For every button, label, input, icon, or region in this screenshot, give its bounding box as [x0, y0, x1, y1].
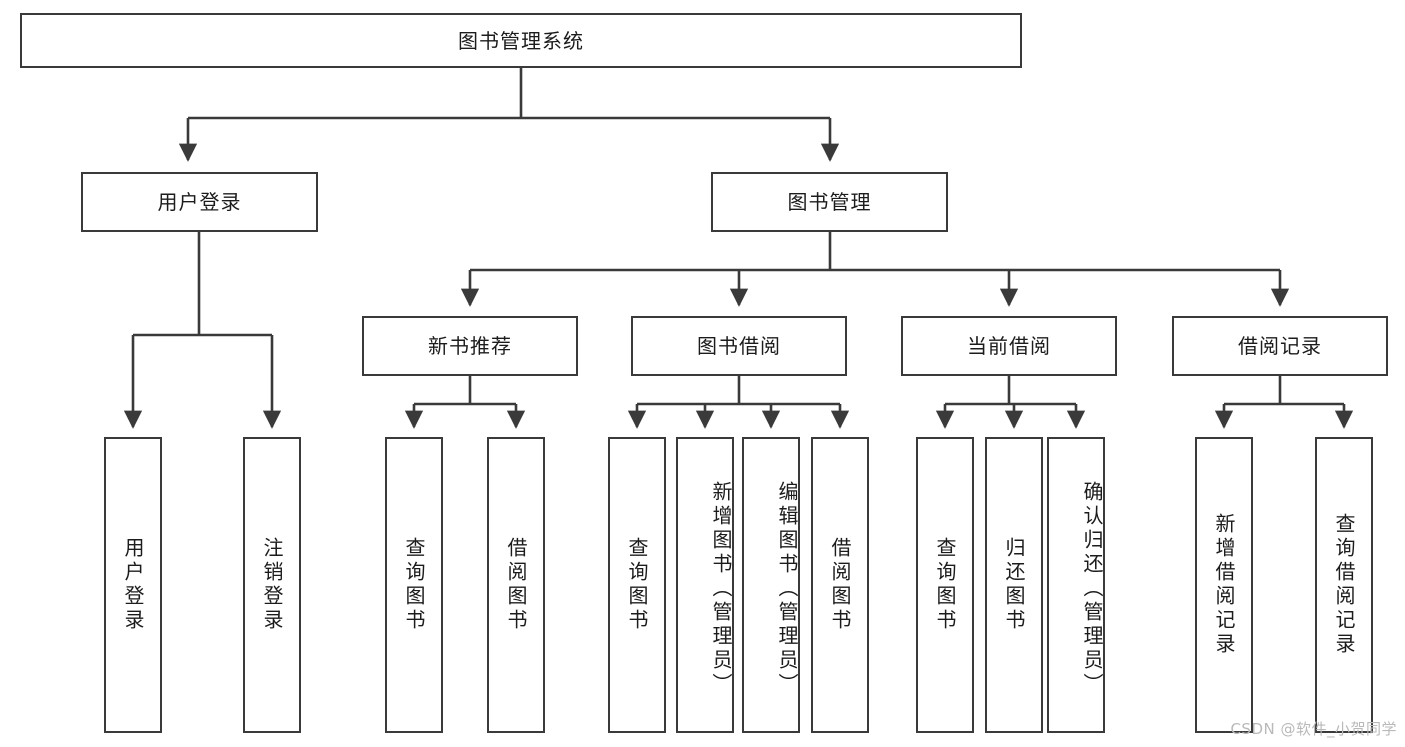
node-label: 查询图书: [402, 537, 426, 633]
node-label: 新增图书（管理员）: [709, 481, 733, 697]
leaf-user-login-login[interactable]: 用户登录: [104, 437, 162, 733]
node-book-borrow[interactable]: 图书借阅: [631, 316, 847, 376]
node-new-book-recommend[interactable]: 新书推荐: [362, 316, 578, 376]
leaf-user-login-logout[interactable]: 注销登录: [243, 437, 301, 733]
node-label: 借阅图书: [504, 537, 528, 633]
node-label: 确认归还（管理员）: [1080, 481, 1104, 697]
leaf-book-borrow-add[interactable]: 新增图书（管理员）: [676, 437, 734, 733]
node-label: 新书推荐: [428, 334, 512, 358]
node-label: 图书管理系统: [458, 28, 584, 53]
leaf-current-borrow-query[interactable]: 查询图书: [916, 437, 974, 733]
node-label: 归还图书: [1002, 537, 1026, 633]
node-label: 新增借阅记录: [1212, 513, 1236, 657]
node-root-book-management-system[interactable]: 图书管理系统: [20, 13, 1022, 68]
node-label: 查询图书: [933, 537, 957, 633]
watermark: CSDN @软件_小贺同学: [1230, 720, 1397, 738]
leaf-current-borrow-return[interactable]: 归还图书: [985, 437, 1043, 733]
node-label: 查询图书: [625, 537, 649, 633]
leaf-book-borrow-borrow[interactable]: 借阅图书: [811, 437, 869, 733]
leaf-new-book-query[interactable]: 查询图书: [385, 437, 443, 733]
node-label: 当前借阅: [967, 334, 1051, 358]
node-label: 图书借阅: [697, 334, 781, 358]
leaf-book-borrow-query[interactable]: 查询图书: [608, 437, 666, 733]
leaf-current-borrow-confirm-return[interactable]: 确认归还（管理员）: [1047, 437, 1105, 733]
node-borrow-record[interactable]: 借阅记录: [1172, 316, 1388, 376]
node-label: 查询借阅记录: [1332, 513, 1356, 657]
node-current-borrow[interactable]: 当前借阅: [901, 316, 1117, 376]
leaf-record-query[interactable]: 查询借阅记录: [1315, 437, 1373, 733]
leaf-new-book-borrow[interactable]: 借阅图书: [487, 437, 545, 733]
node-label: 编辑图书（管理员）: [775, 481, 799, 697]
node-label: 注销登录: [260, 537, 284, 633]
leaf-book-borrow-edit[interactable]: 编辑图书（管理员）: [742, 437, 800, 733]
node-book-management[interactable]: 图书管理: [711, 172, 948, 232]
node-label: 借阅图书: [828, 537, 852, 633]
node-label: 用户登录: [157, 190, 242, 214]
node-label: 图书管理: [787, 190, 872, 214]
node-label: 用户登录: [121, 537, 145, 633]
node-label: 借阅记录: [1238, 334, 1322, 358]
node-user-login[interactable]: 用户登录: [81, 172, 318, 232]
leaf-record-add[interactable]: 新增借阅记录: [1195, 437, 1253, 733]
